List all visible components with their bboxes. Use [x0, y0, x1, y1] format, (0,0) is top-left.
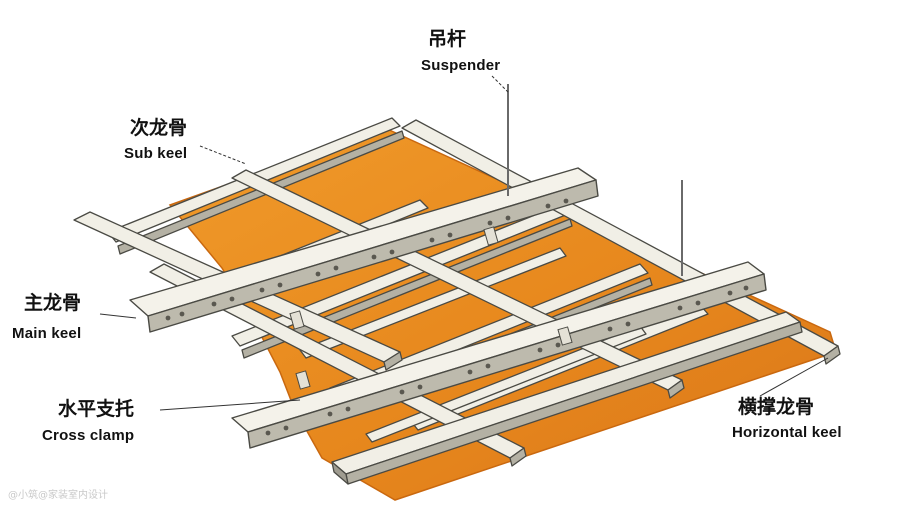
sub-keel-label-cn: 次龙骨 — [130, 117, 188, 139]
suspenders — [507, 84, 683, 276]
horizontal-keel — [667, 379, 685, 399]
main-keel — [247, 273, 767, 449]
cross-clamp — [295, 370, 311, 390]
cross-clamp — [483, 226, 499, 246]
horizontal-keel-label-en: Horizontal keel — [732, 424, 842, 441]
suspender-label-en: Suspender — [421, 57, 501, 74]
sub-keel-label-en: Sub keel — [124, 145, 188, 162]
sub-keel-leader — [199, 145, 247, 165]
horizontal-keel-leader — [759, 357, 829, 397]
main-keel-label-en: Main keel — [12, 325, 82, 342]
main-keel-label-cn: 主龙骨 — [24, 292, 82, 314]
cross-clamp-label-cn: 水平支托 — [58, 398, 135, 420]
cross-clamp — [557, 326, 573, 346]
cross-clamp-label-en: Cross clamp — [42, 427, 135, 444]
horizontal-keel — [509, 447, 527, 467]
horizontal-keel-label-cn: 横撑龙骨 — [738, 396, 815, 418]
watermark: @小筑@家装室内设计 — [8, 490, 108, 501]
cross-clamps — [289, 226, 573, 390]
front-channel — [331, 311, 803, 485]
main-keel-leader — [99, 313, 137, 319]
suspender-leader — [491, 75, 509, 93]
main-keel-perforations — [165, 198, 749, 436]
suspender-label-cn: 吊杆 — [428, 28, 467, 50]
horizontal-keel — [823, 345, 841, 365]
leader-lines — [99, 75, 829, 411]
horizontal-keel — [383, 351, 403, 371]
cross-clamp-leader — [159, 399, 301, 411]
cross-clamp — [289, 310, 305, 330]
